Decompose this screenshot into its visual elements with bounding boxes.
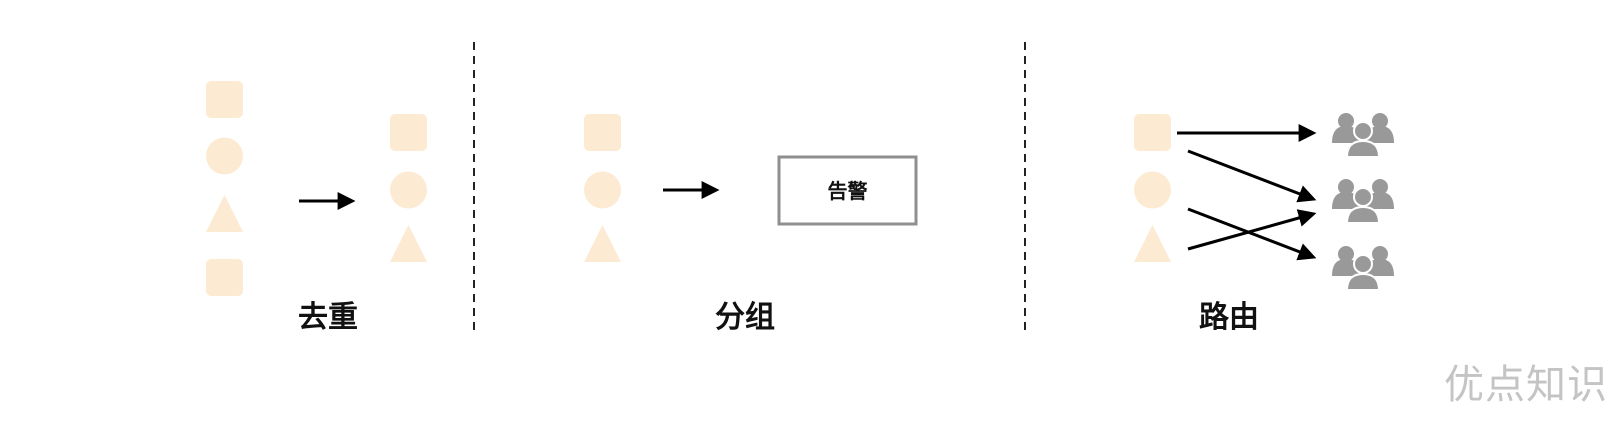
dedup-output-shapes [390, 114, 427, 262]
group-label: 分组 [715, 300, 775, 335]
route-arrow [1187, 209, 1317, 251]
square-shape [206, 259, 243, 296]
dedup-label: 去重 [298, 300, 358, 335]
square-shape [584, 114, 621, 151]
circle-shape [390, 171, 427, 209]
route-input-shapes [1134, 114, 1171, 262]
route-arrow [1187, 149, 1317, 203]
square-shape [390, 114, 427, 151]
triangle-shape [206, 195, 243, 232]
square-shape [206, 81, 243, 118]
people-icon [1332, 113, 1394, 158]
dedup-section: 去重 [206, 81, 427, 335]
dedup-input-shapes [206, 81, 243, 296]
group-input-shapes [584, 114, 621, 262]
square-shape [1134, 114, 1171, 151]
triangle-shape [584, 225, 621, 262]
alert-box-label: 告警 [828, 179, 868, 203]
alert-box-frame [777, 155, 918, 226]
people-icon [1332, 179, 1394, 224]
route-section: 路由 [1134, 113, 1394, 335]
triangle-shape [1134, 225, 1171, 262]
watermark-text: 优点知识 [1444, 362, 1608, 408]
circle-shape [1134, 171, 1171, 209]
group-section: 告警 分组 [584, 114, 918, 335]
circle-shape [206, 137, 243, 175]
route-label: 路由 [1199, 300, 1259, 335]
route-arrows [1177, 124, 1317, 261]
alert-box: 告警 [777, 155, 918, 226]
triangle-shape [390, 225, 427, 262]
circle-shape [584, 171, 621, 209]
people-icon [1332, 246, 1394, 291]
